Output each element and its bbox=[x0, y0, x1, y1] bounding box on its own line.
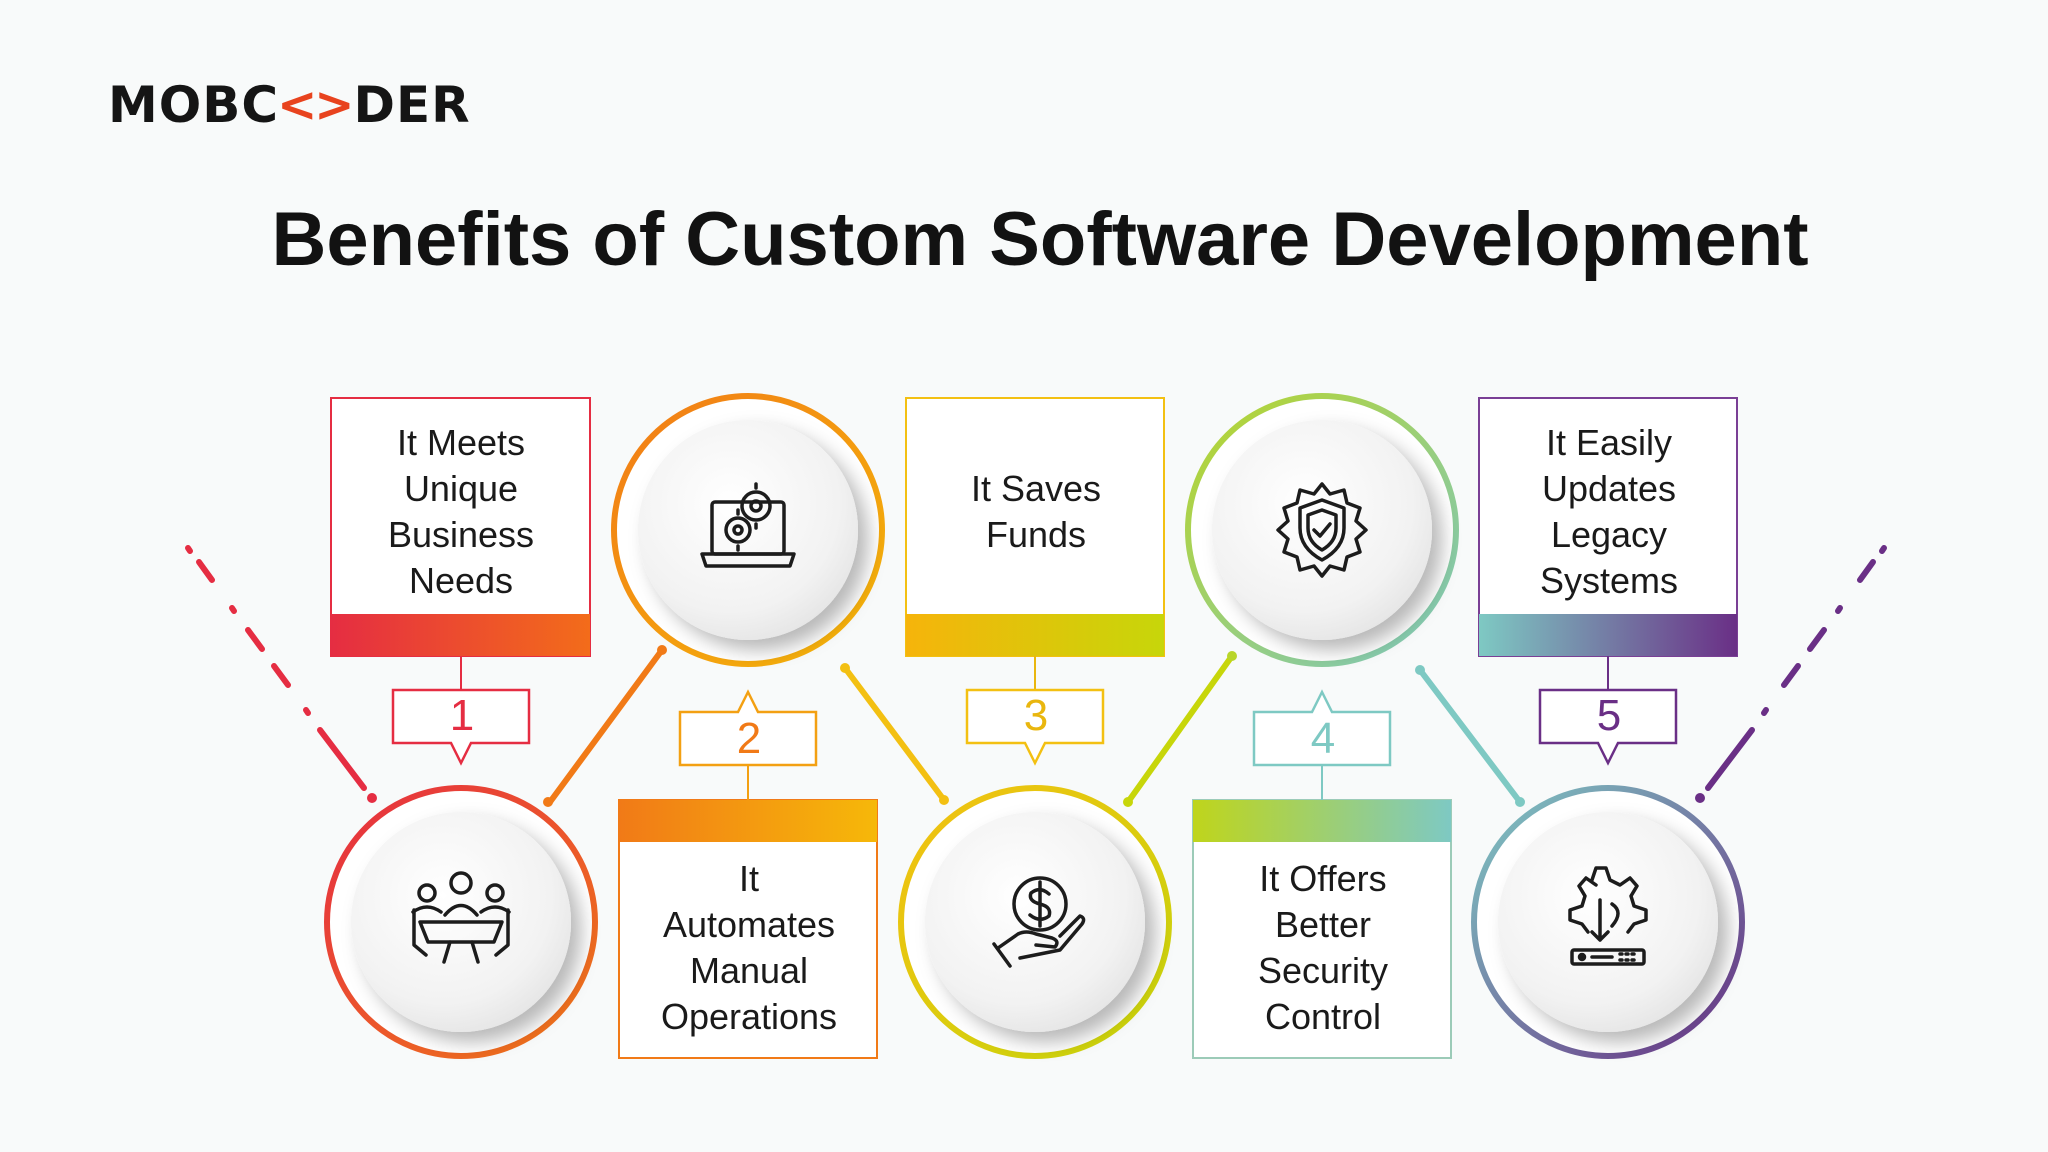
benefit-3-line-1: It Saves bbox=[970, 468, 1102, 509]
benefit-3-number-badge bbox=[965, 688, 1105, 766]
benefit-5-line-2: Updates bbox=[1541, 468, 1677, 509]
benefit-5-circle bbox=[1471, 785, 1745, 1059]
brand-close-bracket: > bbox=[314, 77, 356, 133]
team-meeting-icon bbox=[411, 871, 511, 964]
benefit-5-box bbox=[1478, 397, 1738, 690]
benefit-2-number-badge bbox=[678, 689, 818, 767]
benefit-5-number-badge bbox=[1538, 688, 1678, 766]
benefit-5-number: 5 bbox=[1596, 691, 1622, 740]
benefit-4-line-4: Control bbox=[1264, 996, 1382, 1037]
benefit-4-number-badge bbox=[1252, 689, 1392, 767]
benefit-4-box bbox=[1192, 765, 1452, 1059]
left-dashed-line bbox=[185, 545, 367, 791]
connector-dots bbox=[367, 645, 1705, 807]
laptop-gears-icon bbox=[700, 482, 796, 568]
benefit-1-box bbox=[330, 397, 591, 690]
benefit-4-line-3: Security bbox=[1257, 950, 1389, 991]
benefit-4-line-1: It Offers bbox=[1259, 858, 1387, 899]
shield-gear-icon bbox=[1276, 482, 1368, 578]
benefit-1-line-3: Business bbox=[387, 514, 535, 555]
benefit-5-line-3: Legacy bbox=[1550, 514, 1668, 555]
benefit-2-line-3: Manual bbox=[689, 950, 809, 991]
benefit-2-circle bbox=[611, 393, 885, 667]
benefit-1-number: 1 bbox=[449, 691, 475, 740]
benefit-1-number-badge bbox=[391, 688, 531, 766]
benefit-3-line-2: Funds bbox=[985, 514, 1087, 555]
benefit-2-box bbox=[618, 765, 878, 1059]
connector-lines bbox=[547, 647, 1523, 805]
benefit-1-line-1: It Meets bbox=[396, 422, 526, 463]
right-dashed-line bbox=[1705, 545, 1887, 791]
page-title: Benefits of Custom Software Development bbox=[271, 197, 1809, 282]
benefit-4-circle bbox=[1185, 393, 1459, 667]
brand-logo: MOBC<>DER bbox=[108, 76, 471, 134]
benefit-4-line-2: Better bbox=[1274, 904, 1372, 945]
hand-dollar-icon bbox=[992, 876, 1086, 968]
benefit-5-line-1: It Easily bbox=[1545, 422, 1673, 463]
benefit-1-line-4: Needs bbox=[408, 560, 514, 601]
brand-prefix: MOBC bbox=[108, 76, 280, 134]
benefit-5-line-4: Systems bbox=[1539, 560, 1679, 601]
benefit-2-number: 2 bbox=[736, 714, 762, 763]
benefit-3-number: 3 bbox=[1023, 691, 1049, 740]
benefit-4-number: 4 bbox=[1310, 714, 1336, 763]
benefit-2-line-2: Automates bbox=[662, 904, 836, 945]
benefit-1-line-2: Unique bbox=[403, 468, 519, 509]
benefit-2-line-4: Operations bbox=[660, 996, 838, 1037]
benefit-2-line-1: It bbox=[738, 858, 759, 899]
brand-open-bracket: < bbox=[277, 77, 319, 133]
benefit-3-box bbox=[905, 397, 1165, 690]
benefit-3-circle bbox=[898, 785, 1172, 1059]
brand-suffix: DER bbox=[353, 76, 471, 134]
gear-download-server-icon bbox=[1568, 866, 1648, 966]
